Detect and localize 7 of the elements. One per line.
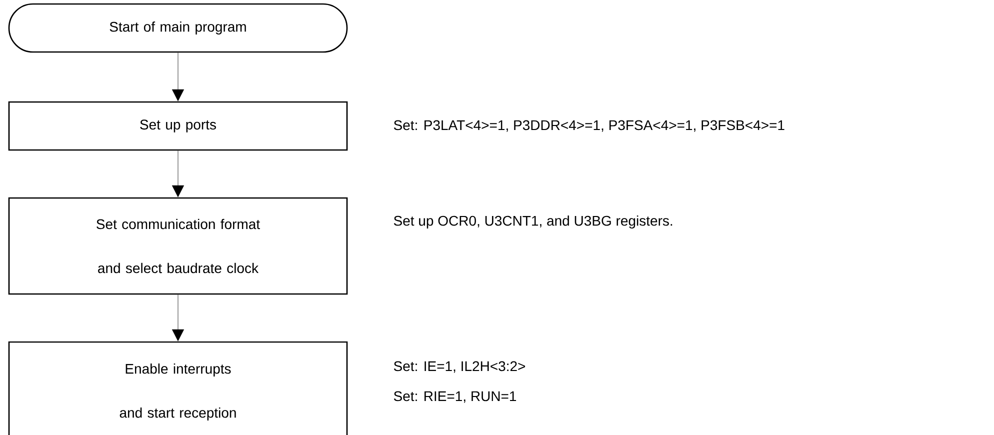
side-note: Set: IE=1, IL2H<3:2> [394, 361, 526, 373]
side-note: Set: P3LAT<4>=1, P3DDR<4>=1, P3FSA<4>=1, P3FSB<4>=1 [394, 120, 784, 132]
process-box: Enable interrupts and start reception [8, 341, 348, 435]
process-box: Set communication format and select baudrate clock [8, 197, 348, 295]
process-box: Set up ports [8, 101, 348, 151]
side-note: Set up OCR0, U3CNT1, and U3BG registers. [394, 215, 672, 229]
side-note: Set: RIE=1, RUN=1 [394, 391, 516, 403]
